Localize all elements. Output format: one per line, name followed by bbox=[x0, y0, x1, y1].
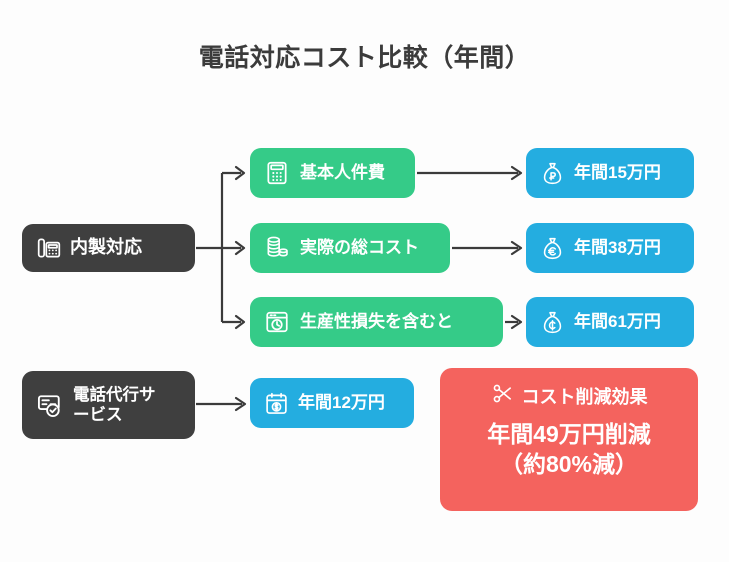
arrowhead-b2 bbox=[510, 240, 523, 256]
node-with-productivity-loss-label: 生産性損失を含むと bbox=[300, 311, 453, 331]
desk-phone-icon bbox=[36, 235, 62, 261]
node-amount-12-label: 年間12万円 bbox=[298, 392, 385, 412]
node-service[interactable]: 電話代行サ ービス bbox=[22, 371, 195, 439]
node-amount-38[interactable]: 年間38万円 bbox=[526, 223, 694, 273]
node-base-labor-cost-label: 基本人件費 bbox=[300, 162, 385, 182]
calendar-dollar-icon bbox=[264, 391, 289, 416]
scissors-icon bbox=[491, 382, 514, 410]
summary-value: 年間49万円削減 （約80%減） bbox=[487, 421, 651, 477]
arrowhead-g2 bbox=[234, 240, 246, 256]
node-actual-total-cost-label: 実際の総コスト bbox=[300, 237, 419, 257]
arrowhead-b3 bbox=[510, 314, 523, 330]
summary-heading-label: コスト削減効果 bbox=[521, 387, 648, 407]
money-bag-euro-icon bbox=[540, 236, 565, 261]
summary-heading-row: コスト削減効果 bbox=[491, 382, 648, 410]
calculator-icon bbox=[264, 160, 290, 186]
node-amount-15-label: 年間15万円 bbox=[574, 162, 661, 182]
node-inhouse[interactable]: 内製対応 bbox=[22, 224, 195, 272]
node-amount-61-label: 年間61万円 bbox=[574, 311, 661, 331]
browser-clock-icon bbox=[264, 309, 290, 335]
arrowhead-b1 bbox=[510, 165, 523, 181]
arrowhead-b4 bbox=[234, 396, 247, 412]
card-check-icon bbox=[36, 391, 64, 419]
node-base-labor-cost[interactable]: 基本人件費 bbox=[250, 148, 415, 198]
node-amount-38-label: 年間38万円 bbox=[574, 237, 661, 257]
coin-stack-icon bbox=[264, 235, 290, 261]
cost-saving-summary-panel[interactable]: コスト削減効果 年間49万円削減 （約80%減） bbox=[440, 368, 698, 511]
node-amount-61[interactable]: 年間61万円 bbox=[526, 297, 694, 347]
money-bag-ruble-icon bbox=[540, 161, 565, 186]
node-actual-total-cost[interactable]: 実際の総コスト bbox=[250, 223, 450, 273]
arrowhead-g1 bbox=[234, 165, 246, 181]
money-bag-cent-icon bbox=[540, 310, 565, 335]
arrowhead-g3 bbox=[234, 314, 246, 330]
node-with-productivity-loss[interactable]: 生産性損失を含むと bbox=[250, 297, 503, 347]
page-title: 電話対応コスト比較（年間） bbox=[198, 44, 531, 72]
node-amount-15[interactable]: 年間15万円 bbox=[526, 148, 694, 198]
node-amount-12[interactable]: 年間12万円 bbox=[250, 378, 414, 428]
node-inhouse-label: 内製対応 bbox=[70, 237, 142, 258]
node-service-label: 電話代行サ ービス bbox=[73, 385, 156, 424]
